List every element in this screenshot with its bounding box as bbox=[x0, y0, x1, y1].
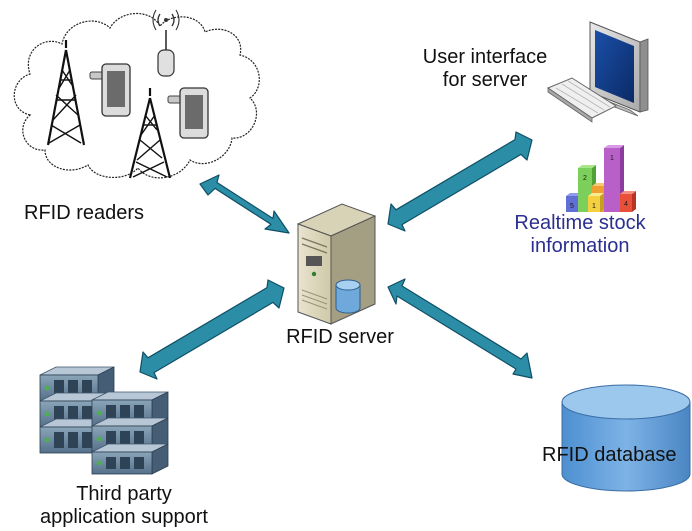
chart-icon-digit: 1 bbox=[610, 155, 614, 162]
server-rack-led bbox=[96, 410, 102, 416]
rfid-readers-cloud bbox=[13, 9, 260, 179]
server-rack-led bbox=[44, 437, 50, 443]
realtime-stock-label-line2: information bbox=[530, 235, 630, 257]
arrow-readers-server bbox=[199, 174, 290, 234]
server-rack-slot bbox=[54, 432, 64, 448]
chart-icon-bar bbox=[604, 148, 620, 212]
user-interface-label: User interface for server bbox=[405, 46, 565, 92]
server-rack-icon bbox=[39, 366, 169, 475]
server-rack-led bbox=[44, 411, 50, 417]
bar-chart-icon: 523141 bbox=[566, 145, 636, 212]
server-rack-slot bbox=[106, 431, 116, 447]
chart-icon-bar bbox=[620, 194, 632, 212]
third-party-label-line1: Third party bbox=[76, 483, 172, 505]
server-rack-slot bbox=[82, 406, 92, 422]
chart-icon-digit: 4 bbox=[624, 201, 628, 208]
server-rack-led bbox=[96, 436, 102, 442]
third-party-label-line2: application support bbox=[40, 506, 208, 528]
server-rack-led bbox=[44, 385, 50, 391]
server-rack-led bbox=[96, 460, 102, 466]
server-rack-slot bbox=[68, 380, 78, 396]
arrow-server-database bbox=[387, 278, 533, 379]
chart-icon-bar bbox=[566, 196, 578, 212]
chart-icon-bar-top bbox=[588, 193, 604, 196]
chart-icon-digit: 1 bbox=[592, 203, 596, 210]
chart-icon-digit: 2 bbox=[583, 175, 587, 182]
server-rack-slot bbox=[54, 380, 64, 396]
chart-icon-bar-side bbox=[632, 191, 636, 212]
server-rack-slot bbox=[134, 405, 144, 421]
third-party-label: Third party application support bbox=[14, 483, 234, 529]
radio-tower-icon bbox=[128, 88, 172, 179]
handheld-reader-icon bbox=[167, 87, 209, 139]
user-interface-label-line1: User interface bbox=[422, 46, 548, 68]
user-interface-label-line2: for server bbox=[442, 69, 528, 91]
chart-icon-bar-top bbox=[620, 191, 636, 194]
server-rack-slot bbox=[134, 431, 144, 447]
server-rack-slot bbox=[68, 406, 78, 422]
server-rack-slot bbox=[120, 457, 130, 469]
chart-icon-digit: 5 bbox=[570, 203, 574, 210]
realtime-stock-label-line1: Realtime stock bbox=[514, 212, 646, 234]
server-rack-slot bbox=[68, 432, 78, 448]
server-rack-slot bbox=[54, 406, 64, 422]
database-cylinder-icon bbox=[335, 279, 361, 314]
server-rack-slot bbox=[82, 380, 92, 396]
keyboard-icon bbox=[546, 77, 618, 123]
server-rack-slot bbox=[82, 432, 92, 448]
chart-icon-bar bbox=[588, 196, 600, 212]
server-rack-slot bbox=[120, 405, 130, 421]
server-rack-slot bbox=[106, 405, 116, 421]
arrow-server-ui bbox=[387, 131, 533, 232]
server-rack-slot bbox=[106, 457, 116, 469]
arrow-server-third-party bbox=[139, 279, 285, 380]
rfid-server-label: RFID server bbox=[286, 326, 394, 348]
realtime-stock-label: Realtime stock information bbox=[500, 212, 660, 258]
rfid-readers-label: RFID readers bbox=[24, 202, 145, 224]
chart-icon-bar-side bbox=[600, 193, 604, 212]
arrows bbox=[139, 131, 533, 380]
handheld-reader-icon bbox=[89, 63, 131, 117]
chart-icon-bar-top bbox=[604, 145, 624, 148]
server-rack-slot bbox=[134, 457, 144, 469]
server-rack-slot bbox=[120, 431, 130, 447]
chart-icon-bar-top bbox=[578, 165, 596, 168]
antenna-icon bbox=[152, 9, 180, 77]
rfid-database-label: RFID database bbox=[542, 444, 677, 466]
radio-tower-icon bbox=[46, 40, 86, 146]
rfid-database-cylinder bbox=[561, 384, 691, 492]
